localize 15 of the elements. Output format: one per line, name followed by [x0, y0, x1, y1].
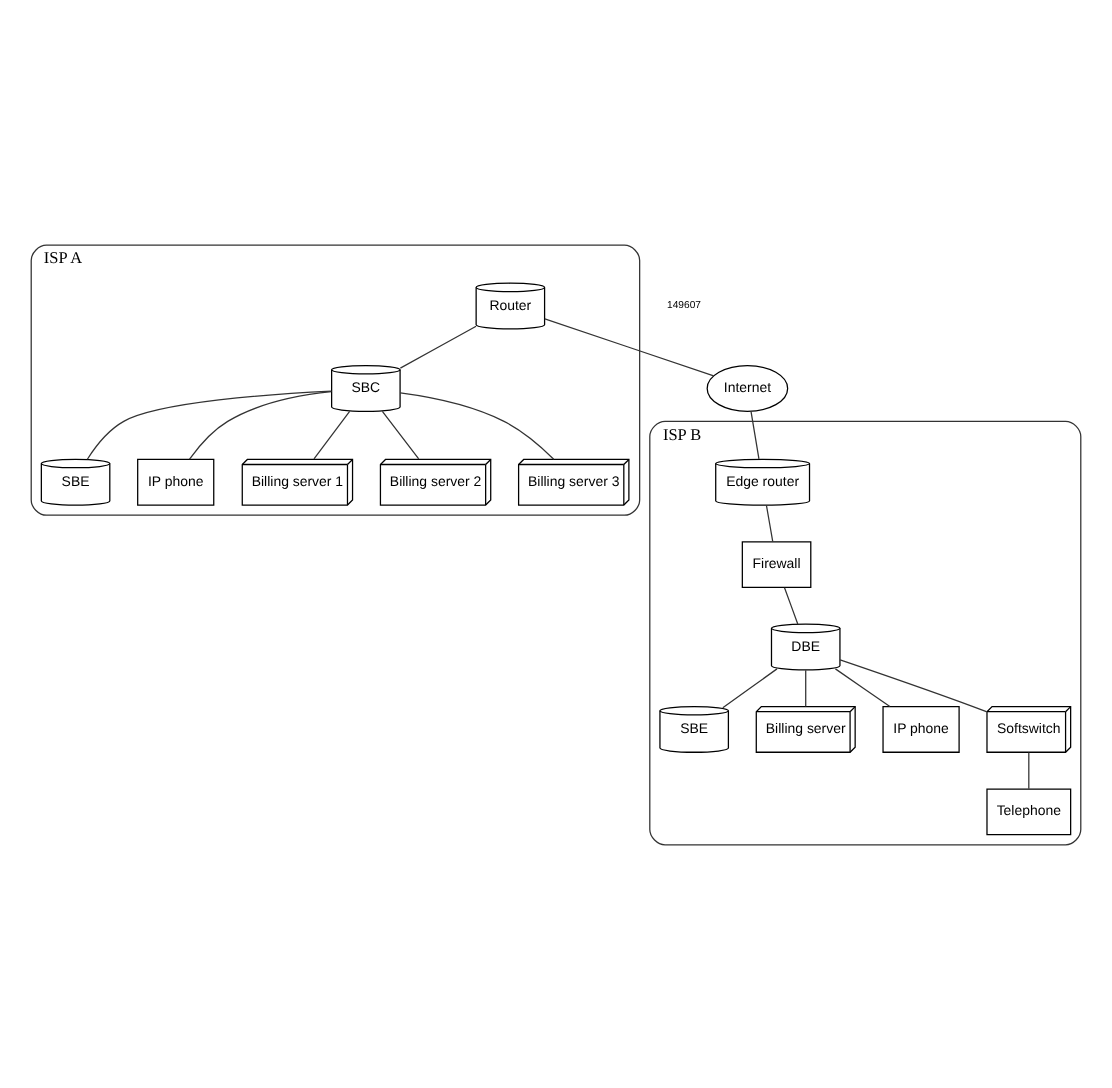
- connector: [839, 658, 988, 712]
- connector: [1028, 750, 1030, 789]
- connector: [783, 586, 799, 624]
- connector: [722, 667, 778, 708]
- connector: [188, 390, 332, 459]
- connector: [750, 409, 760, 459]
- connector: [544, 317, 715, 376]
- connector: [381, 409, 420, 459]
- connector: [399, 391, 555, 459]
- connector: [86, 389, 333, 459]
- connector: [805, 668, 807, 706]
- connector: [399, 324, 477, 368]
- connector: [765, 503, 774, 542]
- connector: [834, 667, 891, 707]
- connector: [313, 409, 351, 459]
